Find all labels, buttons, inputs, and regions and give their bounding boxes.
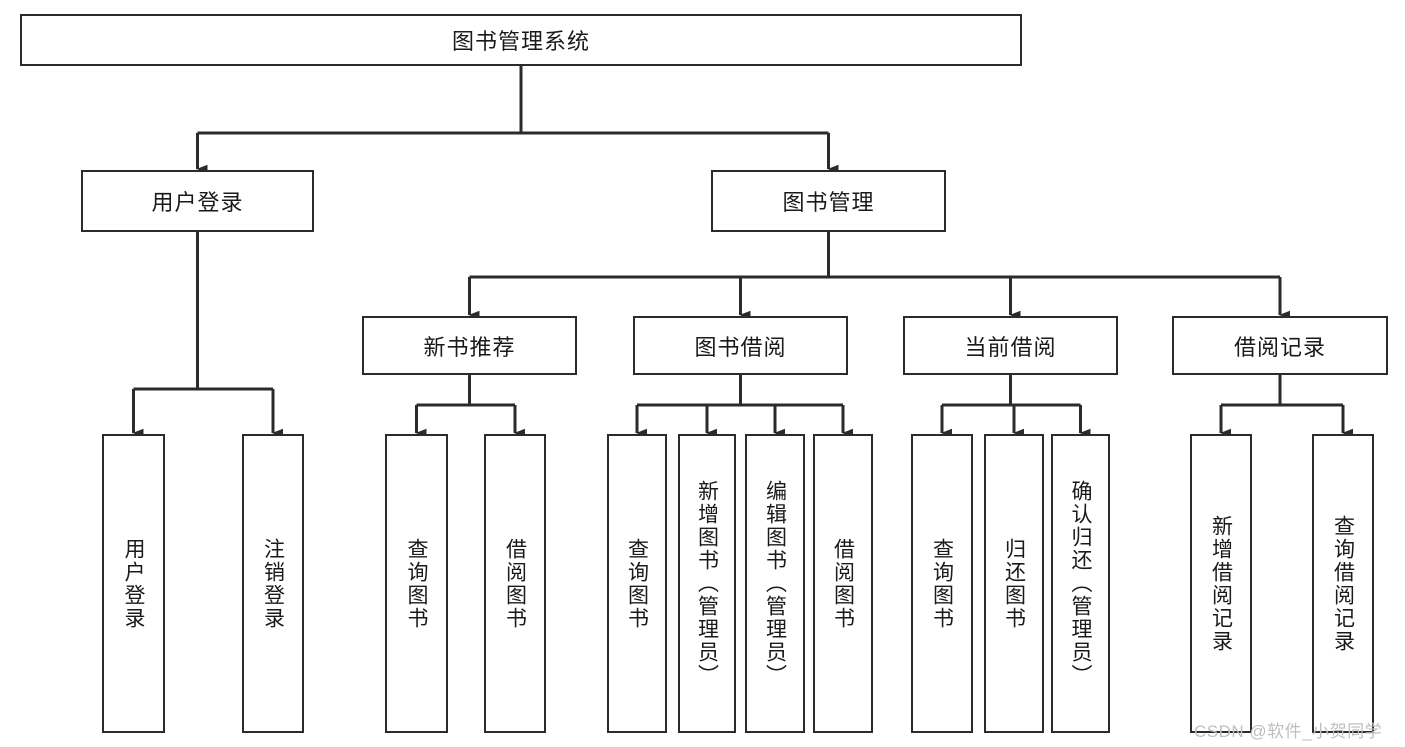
- node-label: 确认归还（管理员）: [1069, 480, 1092, 687]
- node-leaf8[interactable]: 借阅图书: [813, 434, 873, 733]
- node-leaf5[interactable]: 查询图书: [607, 434, 667, 733]
- node-label: 归还图书: [1002, 537, 1026, 630]
- node-label: 新增借阅记录: [1209, 514, 1233, 653]
- node-label: 图书管理: [782, 190, 875, 215]
- node-label: 图书管理系统: [451, 29, 590, 54]
- node-root[interactable]: 图书管理系统: [20, 14, 1022, 66]
- node-label: 借阅图书: [831, 537, 855, 630]
- node-leaf1[interactable]: 用户登录: [102, 434, 165, 733]
- node-label: 注销登录: [261, 537, 285, 630]
- node-label: 编辑图书（管理员）: [763, 480, 787, 687]
- watermark: CSDN @软件_小贺同学: [1194, 722, 1383, 741]
- node-login[interactable]: 用户登录: [81, 170, 314, 232]
- node-leaf4[interactable]: 借阅图书: [484, 434, 546, 733]
- node-label: 查询图书: [930, 537, 954, 630]
- node-label: 查询图书: [625, 537, 649, 630]
- node-leaf6[interactable]: 新增图书（管理员）: [678, 434, 736, 733]
- node-label: 查询借阅记录: [1331, 514, 1355, 653]
- node-label: 新增图书（管理员）: [695, 480, 719, 687]
- node-label: 借阅图书: [503, 537, 527, 630]
- node-leaf10[interactable]: 归还图书: [984, 434, 1044, 733]
- node-label: 用户登录: [151, 190, 244, 215]
- node-label: 用户登录: [122, 537, 145, 630]
- node-leaf3[interactable]: 查询图书: [385, 434, 448, 733]
- node-label: 借阅记录: [1233, 334, 1326, 360]
- node-leaf9[interactable]: 查询图书: [911, 434, 973, 733]
- node-label: 查询图书: [405, 537, 428, 630]
- node-borrow[interactable]: 图书借阅: [633, 316, 848, 375]
- node-leaf7[interactable]: 编辑图书（管理员）: [745, 434, 805, 733]
- node-records[interactable]: 借阅记录: [1172, 316, 1388, 375]
- node-newbook[interactable]: 新书推荐: [362, 316, 577, 375]
- node-leaf13[interactable]: 查询借阅记录: [1312, 434, 1374, 733]
- node-leaf12[interactable]: 新增借阅记录: [1190, 434, 1252, 733]
- node-leaf2[interactable]: 注销登录: [242, 434, 304, 733]
- node-label: 新书推荐: [423, 334, 516, 360]
- node-label: 图书借阅: [694, 334, 787, 360]
- node-leaf11[interactable]: 确认归还（管理员）: [1051, 434, 1110, 733]
- node-label: 当前借阅: [964, 334, 1057, 360]
- node-current[interactable]: 当前借阅: [903, 316, 1118, 375]
- node-bookmgmt[interactable]: 图书管理: [711, 170, 946, 232]
